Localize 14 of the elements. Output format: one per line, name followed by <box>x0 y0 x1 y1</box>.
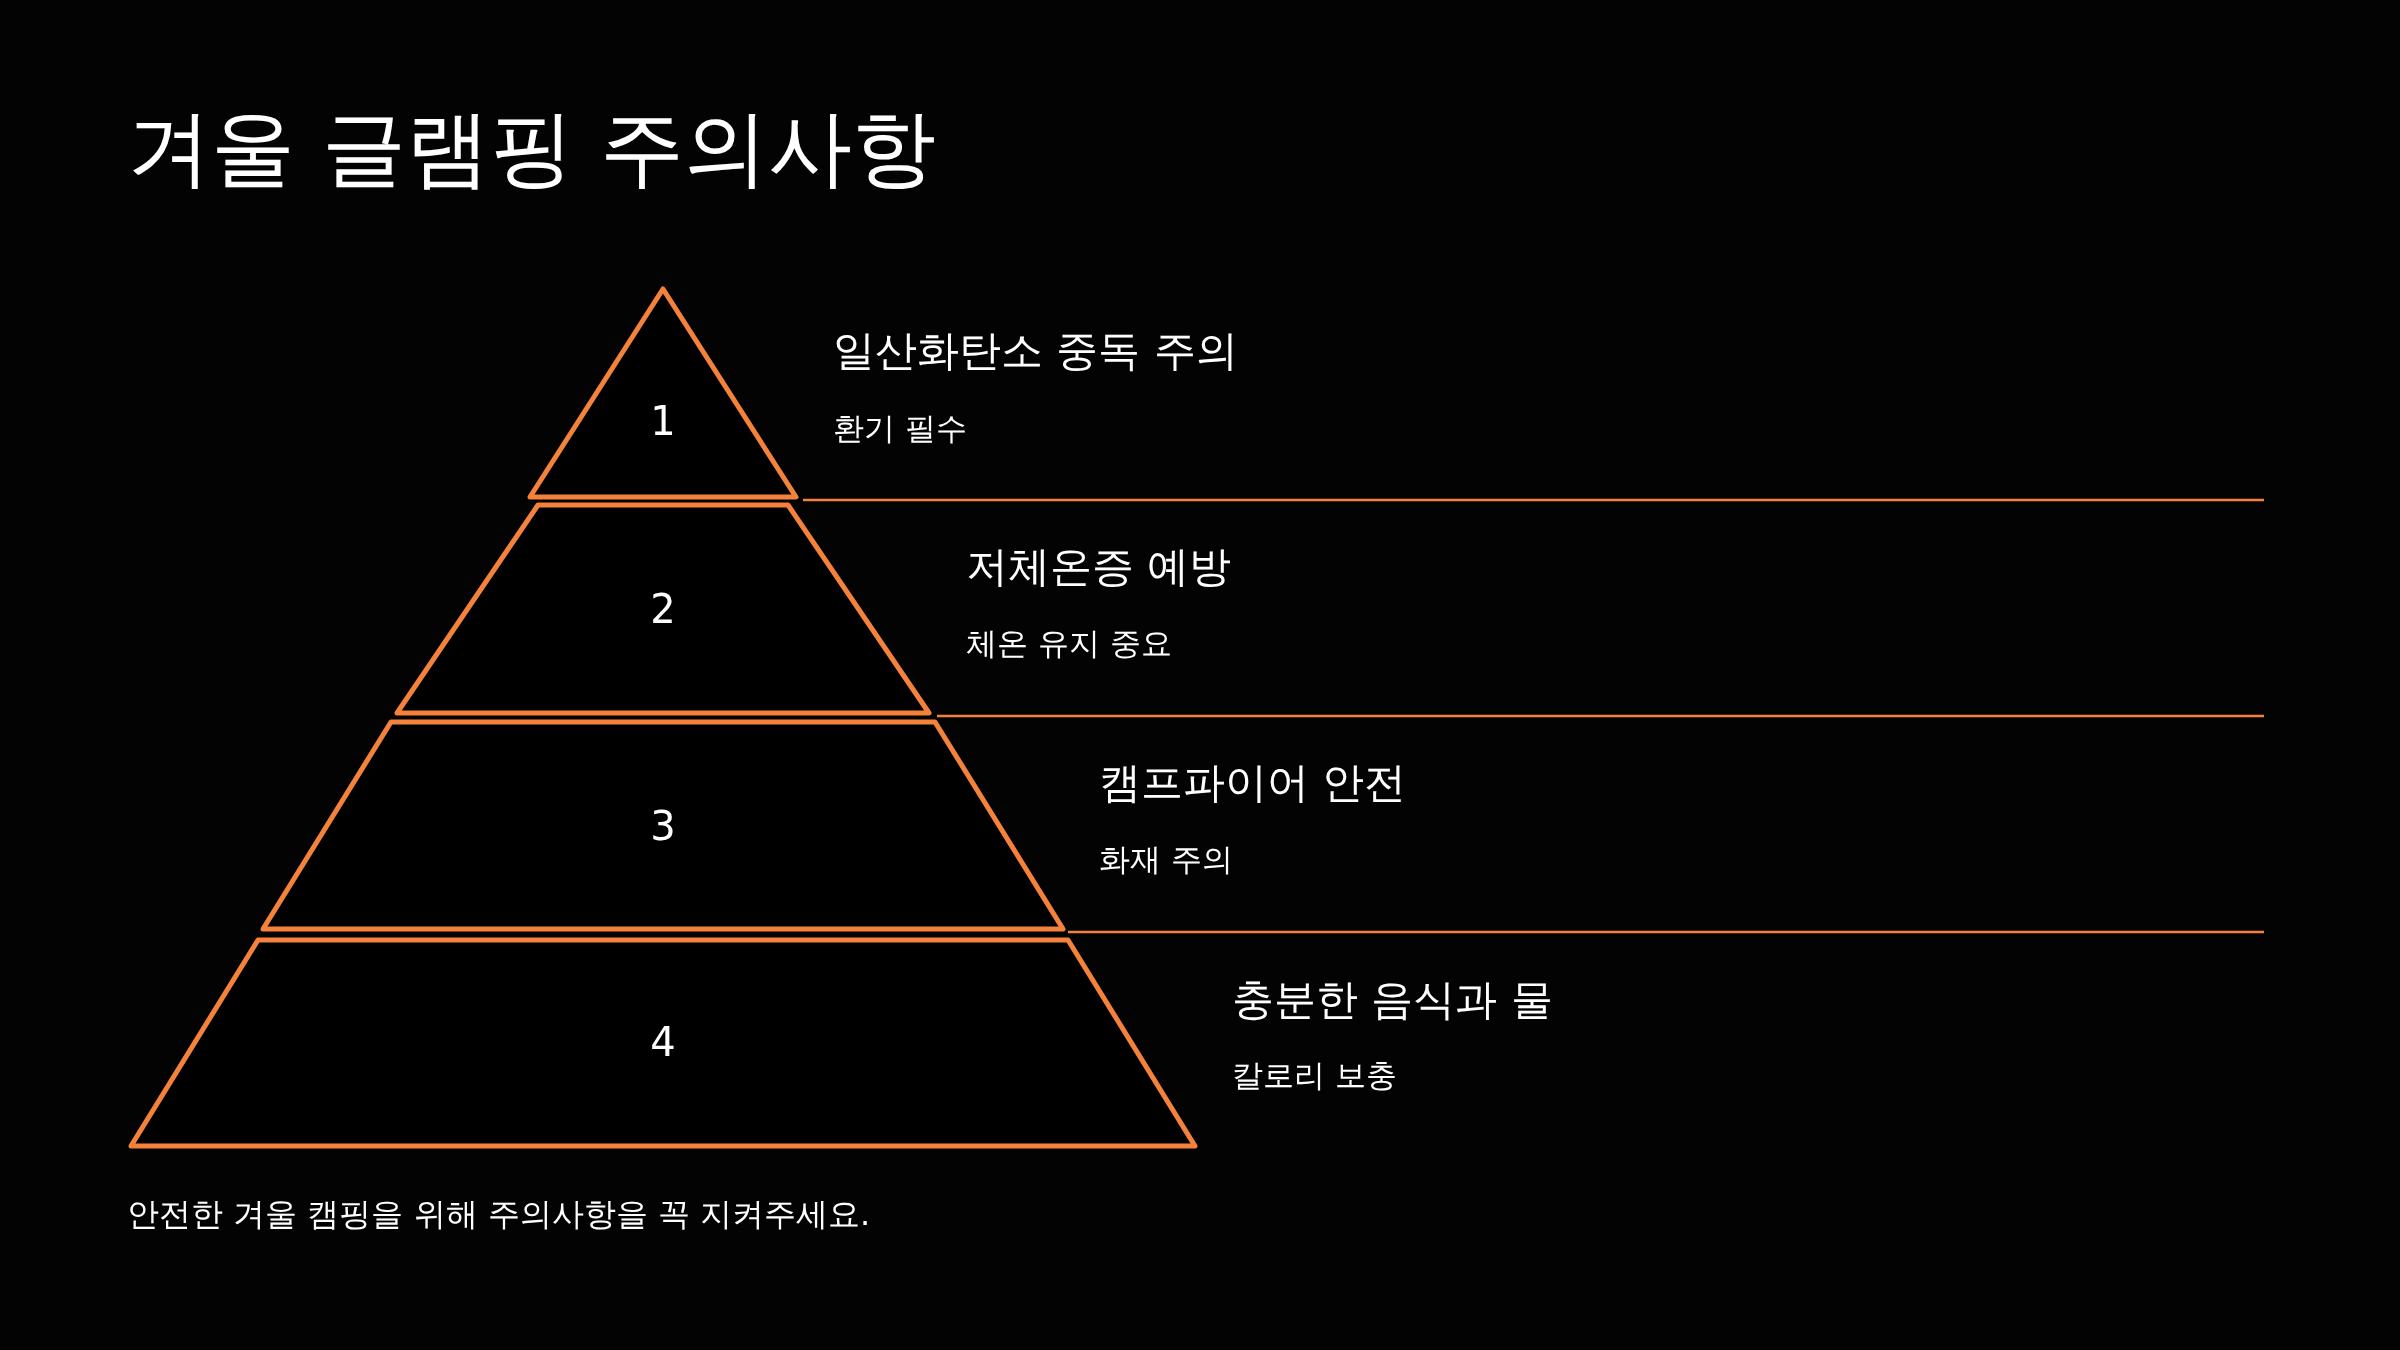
tier-heading: 충분한 음식과 물 <box>1232 975 1553 1026</box>
title: 겨울 글램핑 주의사항 <box>127 100 937 197</box>
tier-description: 환기 필수 <box>833 410 967 448</box>
tier-heading: 저체온증 예방 <box>966 542 1232 593</box>
tier-number: 2 <box>649 589 677 629</box>
tier-description: 체온 유지 중요 <box>966 625 1172 663</box>
tier-description: 칼로리 보충 <box>1232 1057 1397 1095</box>
tier-heading: 캠프파이어 안전 <box>1099 758 1407 809</box>
tier-number: 4 <box>649 1022 677 1062</box>
caption: 안전한 겨울 캠핑을 위해 주의사항을 꼭 지켜주세요. <box>127 1194 871 1235</box>
tier-number: 1 <box>649 401 677 441</box>
tier-number: 3 <box>649 806 677 846</box>
tier-description: 화재 주의 <box>1099 841 1233 879</box>
tier-heading: 일산화탄소 중독 주의 <box>833 326 1238 377</box>
